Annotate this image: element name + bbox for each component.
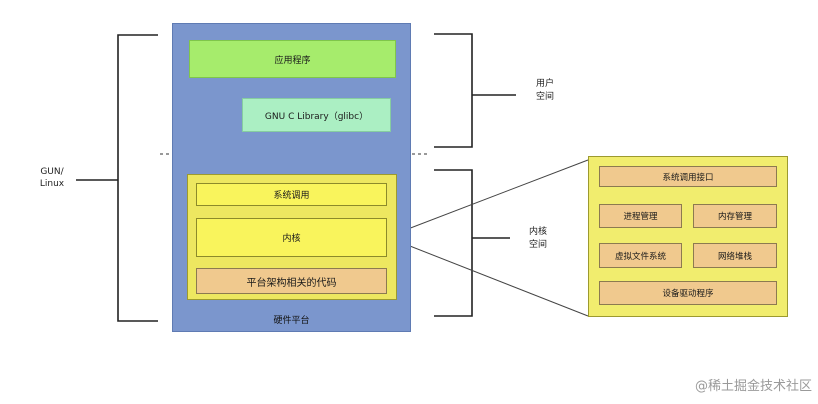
gun-linux-label-line1: GUN/ — [40, 167, 64, 177]
zoom-line-top — [386, 159, 589, 238]
hardware-platform-label: 硬件平台 — [273, 315, 310, 326]
user-space-bracket — [434, 33, 473, 148]
kernel-space-label-line2: 空间 — [528, 240, 547, 250]
glibc-box: GNU C Library（glibc） — [242, 98, 391, 132]
process-management-box: 进程管理 — [599, 204, 682, 228]
watermark: @稀土掘金技术社区 — [694, 379, 812, 394]
user-space-label-line1: 用户 — [535, 79, 554, 89]
device-drivers-box: 设备驱动程序 — [599, 281, 777, 305]
memory-management-box: 内存管理 — [693, 204, 777, 228]
gun-linux-label: GUN/ Linux — [32, 166, 72, 190]
user-space-label: 用户 空间 — [525, 78, 565, 104]
arch-code-box: 平台架构相关的代码 — [196, 268, 387, 294]
zoom-line-bottom — [386, 236, 589, 317]
gun-linux-label-line2: Linux — [39, 179, 65, 189]
user-space-label-line2: 空间 — [535, 92, 554, 102]
virtual-filesystem-box: 虚拟文件系统 — [599, 243, 682, 268]
kernel-space-label-line1: 内核 — [528, 227, 547, 237]
kernel-box: 内核 — [196, 218, 387, 257]
syscall-interface-box: 系统调用接口 — [599, 166, 777, 187]
system-call-box: 系统调用 — [196, 183, 387, 206]
application-box: 应用程序 — [189, 40, 396, 78]
network-stack-box: 网络堆栈 — [693, 243, 777, 268]
kernel-space-label: 内核 空间 — [518, 226, 558, 252]
kernel-space-bracket — [434, 169, 473, 317]
gun-linux-bracket — [117, 34, 158, 322]
